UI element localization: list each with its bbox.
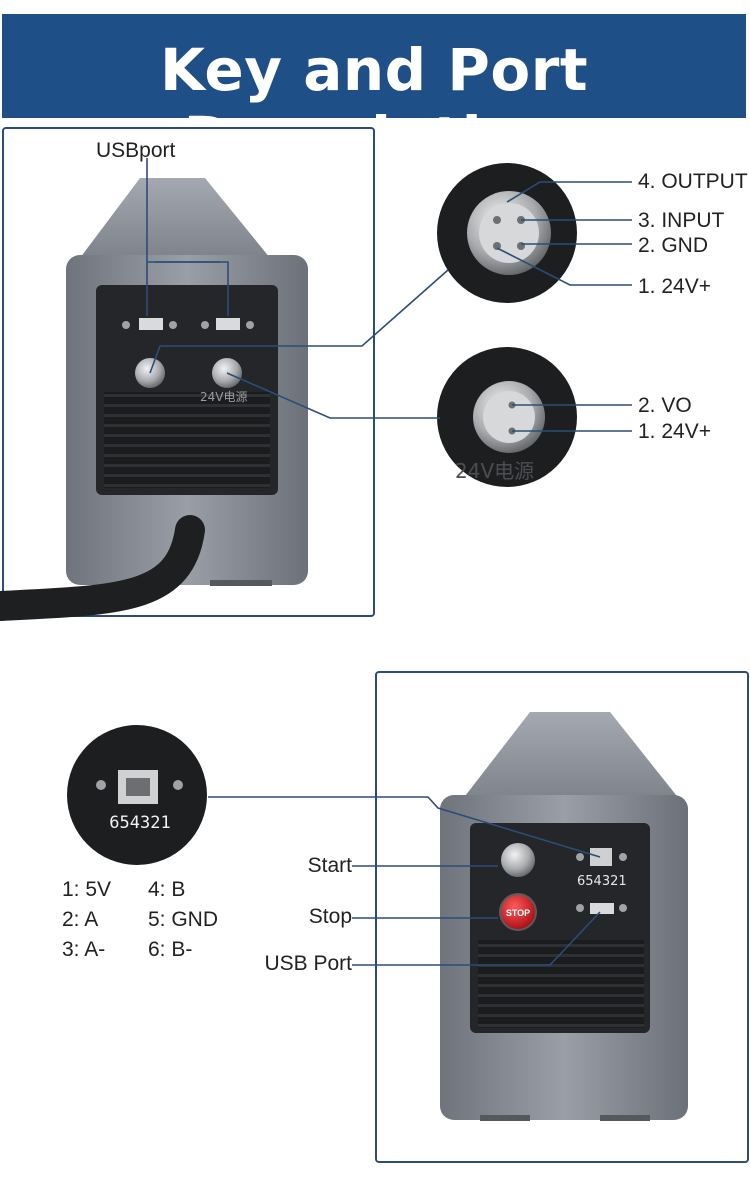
usb-port-right bbox=[201, 318, 254, 330]
callout-4pin bbox=[437, 163, 577, 303]
pin4-output-label: 4. OUTPUT bbox=[638, 170, 748, 193]
bottom-device: STOP 654321 bbox=[440, 712, 688, 1121]
pin-3: 3: A- bbox=[62, 938, 106, 961]
stop-button[interactable] bbox=[501, 895, 535, 929]
pin-4: 4: B bbox=[148, 878, 186, 901]
usb-port-bottom-label: USB Port bbox=[264, 952, 352, 975]
start-button[interactable] bbox=[501, 843, 535, 877]
callout-2pin: 24V电源 bbox=[437, 347, 577, 487]
pin2-gnd-label: 2. GND bbox=[638, 234, 709, 257]
usb-port-label: USBport bbox=[96, 139, 176, 162]
rj-port-small[interactable] bbox=[590, 848, 612, 866]
pin1-24v-label-2: 1. 24V+ bbox=[638, 420, 711, 443]
pin-5: 5: GND bbox=[148, 908, 219, 931]
callout-rj: 654321 bbox=[67, 725, 207, 865]
top-device-frame bbox=[2, 127, 375, 617]
bottom-device-frame bbox=[375, 671, 749, 1163]
callout-print: 24V电源 bbox=[455, 459, 534, 483]
device-print: 24V电源 bbox=[200, 390, 247, 404]
rj-port-print: 654321 bbox=[577, 874, 627, 889]
usb-port-bottom[interactable] bbox=[590, 903, 614, 914]
pin-1: 1: 5V bbox=[62, 878, 112, 901]
pin2-vo-label: 2. VO bbox=[638, 394, 692, 417]
title-banner: Key and Port Description bbox=[2, 14, 746, 172]
pin-6: 6: B- bbox=[148, 938, 193, 961]
stop-label: Stop bbox=[308, 905, 352, 928]
top-device: 24V电源 bbox=[0, 178, 308, 621]
page-title: Key and Port Description bbox=[159, 36, 589, 172]
start-label: Start bbox=[307, 854, 352, 877]
rj-callout-print: 654321 bbox=[109, 813, 170, 833]
pin-2: 2: A bbox=[62, 908, 99, 931]
pin1-24v-label: 1. 24V+ bbox=[638, 275, 711, 298]
pin3-input-label: 3. INPUT bbox=[638, 209, 725, 232]
usb-port-left bbox=[122, 318, 177, 330]
stop-button-text: STOP bbox=[506, 908, 530, 918]
